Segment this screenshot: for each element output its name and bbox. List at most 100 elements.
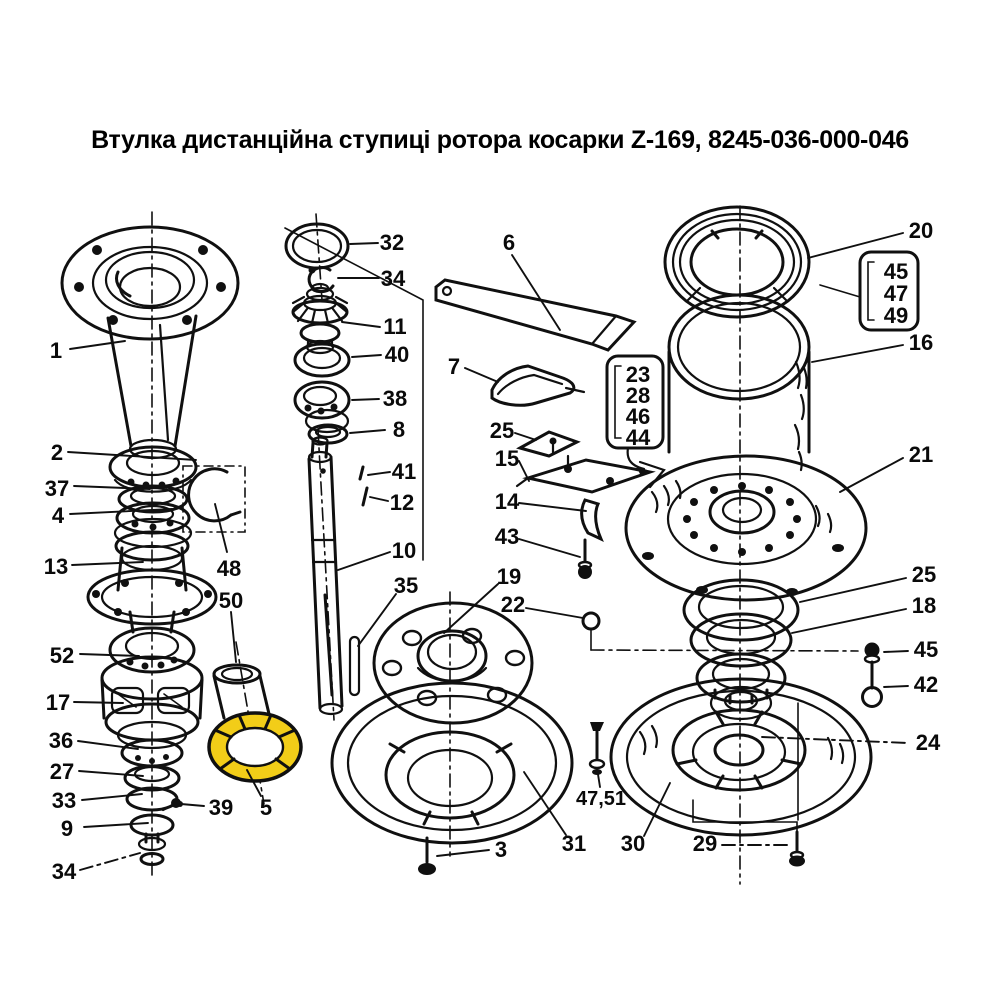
assembly-middle (284, 222, 666, 875)
svg-text:39: 39 (209, 795, 233, 820)
svg-text:47,51: 47,51 (576, 788, 626, 810)
part-12-pin (361, 486, 369, 507)
callout-item-46: 46 (626, 404, 650, 429)
svg-text:25: 25 (912, 562, 936, 587)
svg-text:37: 37 (45, 476, 69, 501)
part-16-drum (667, 293, 811, 472)
svg-text:1: 1 (50, 338, 62, 363)
svg-text:7: 7 (448, 354, 460, 379)
label-34-mid: 34 (337, 266, 406, 291)
svg-text:3: 3 (495, 837, 507, 862)
label-14: 14 (495, 489, 587, 514)
part-29-screw (789, 830, 805, 867)
label-22: 22 (501, 592, 584, 619)
svg-text:25: 25 (490, 418, 514, 443)
label-30: 30 (621, 782, 671, 856)
part-43-screw (577, 538, 593, 579)
svg-text:22: 22 (501, 592, 525, 617)
label-32: 32 (349, 230, 404, 255)
part-22-ball (581, 611, 601, 631)
assembly-right (588, 205, 883, 867)
label-12: 12 (369, 490, 414, 515)
callout-item-47: 47 (884, 281, 908, 306)
label-7: 7 (448, 354, 499, 383)
part-24-bearing-hub (695, 652, 787, 721)
part-10-shaft (307, 436, 344, 716)
page-title: Втулка дистанційна ступиці ротора косарк… (91, 126, 909, 154)
svg-text:27: 27 (50, 759, 74, 784)
svg-text:9: 9 (61, 816, 73, 841)
label-4: 4 (52, 503, 173, 528)
callout-box-23-28-46-44: 23 28 46 44 (605, 354, 665, 476)
part-21-dished-disc (624, 454, 868, 602)
callout-item-49: 49 (884, 303, 908, 328)
svg-text:50: 50 (219, 588, 243, 613)
label-25-mid: 25 (490, 418, 537, 443)
label-27: 27 (50, 759, 144, 784)
svg-text:31: 31 (562, 831, 586, 856)
label-13: 13 (44, 554, 144, 579)
label-1: 1 (50, 338, 126, 363)
callout-box-45-47-49: 45 47 49 (819, 250, 920, 332)
label-37: 37 (45, 476, 151, 501)
part-13-housing (86, 530, 218, 634)
svg-text:45: 45 (914, 637, 938, 662)
label-42: 42 (883, 672, 938, 697)
svg-text:11: 11 (383, 314, 406, 339)
label-52: 52 (50, 643, 140, 668)
part-17-hex-housing (100, 655, 204, 750)
label-24: 24 (761, 730, 941, 755)
label-5: 5 (246, 769, 272, 820)
label-48: 48 (214, 503, 241, 581)
label-41: 41 (367, 459, 416, 484)
part-38-bearing (293, 380, 351, 434)
label-9: 9 (61, 816, 149, 841)
svg-text:14: 14 (495, 489, 520, 514)
svg-text:8: 8 (393, 417, 405, 442)
callout-item-44: 44 (626, 425, 651, 450)
label-40: 40 (351, 342, 409, 367)
svg-text:34: 34 (381, 266, 406, 291)
svg-text:6: 6 (503, 230, 515, 255)
svg-text:19: 19 (497, 564, 521, 589)
part-3-screw (418, 836, 436, 875)
svg-text:10: 10 (392, 538, 416, 563)
label-29: 29 (693, 831, 789, 856)
label-8: 8 (349, 417, 405, 442)
part-34-ring-left (139, 852, 165, 866)
part-32-ring (284, 222, 350, 270)
svg-text:48: 48 (217, 556, 241, 581)
svg-text:16: 16 (909, 330, 933, 355)
svg-text:21: 21 (909, 442, 933, 467)
part-50-sleeve (212, 663, 272, 720)
svg-text:41: 41 (392, 459, 416, 484)
label-38: 38 (351, 386, 407, 411)
svg-text:33: 33 (52, 788, 76, 813)
part-41-pin (358, 465, 365, 481)
part-48-snap-ring (182, 465, 246, 533)
svg-text:15: 15 (495, 446, 519, 471)
svg-text:30: 30 (621, 831, 645, 856)
label-16: 16 (811, 330, 933, 363)
svg-text:20: 20 (909, 218, 933, 243)
assembly-left (60, 225, 303, 866)
svg-text:52: 52 (50, 643, 74, 668)
svg-text:12: 12 (390, 490, 414, 515)
callout-item-28: 28 (626, 383, 650, 408)
part-40-seal-ring (293, 342, 351, 378)
label-6: 6 (503, 230, 561, 331)
svg-text:13: 13 (44, 554, 68, 579)
label-31: 31 (523, 771, 586, 856)
label-36: 36 (49, 728, 139, 753)
part-7-clip-plate (490, 364, 586, 407)
part-25-plate-mid (516, 430, 581, 458)
part-27-ring (123, 764, 181, 792)
callout-item-23: 23 (626, 362, 650, 387)
label-39: 39 (177, 795, 233, 820)
svg-text:5: 5 (260, 795, 272, 820)
svg-text:40: 40 (385, 342, 409, 367)
svg-text:2: 2 (51, 440, 63, 465)
label-45: 45 (883, 637, 938, 662)
